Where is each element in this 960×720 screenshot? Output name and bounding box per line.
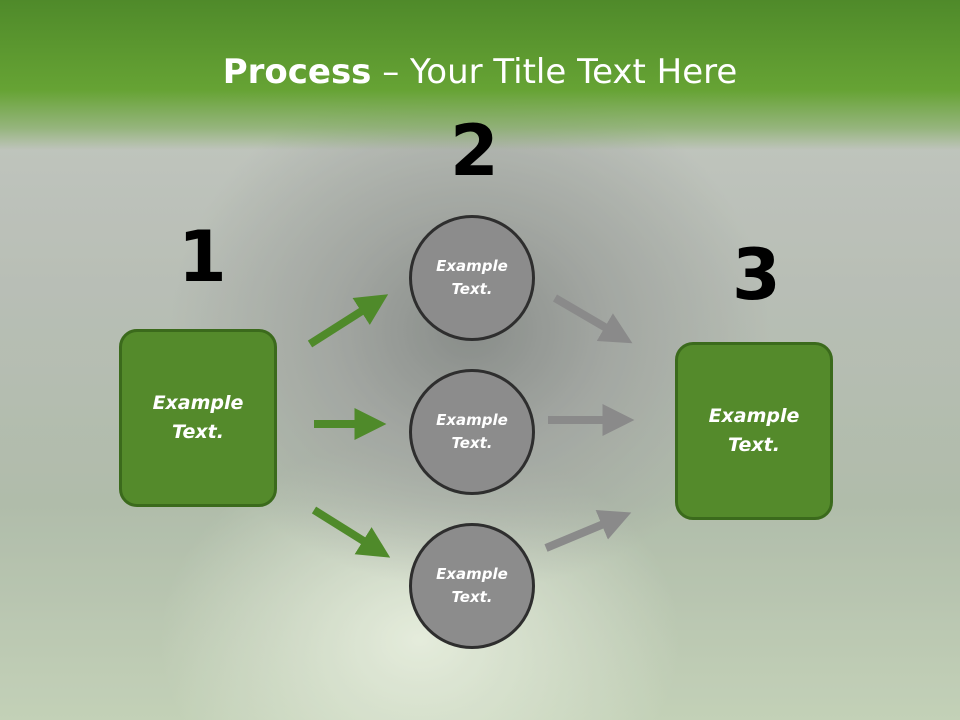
step-number-2: 2 bbox=[450, 110, 499, 192]
arrow-bot-to-right bbox=[544, 510, 632, 552]
circle-bot-line2: Text. bbox=[451, 588, 493, 606]
arrow-left-to-top bbox=[307, 294, 389, 348]
step-number-3: 3 bbox=[732, 234, 781, 316]
circle-mid-text: Example Text. bbox=[436, 409, 508, 455]
left-box-line1: Example bbox=[152, 392, 244, 414]
circle-top[interactable]: Example Text. bbox=[409, 215, 535, 341]
slide-title: Process – Your Title Text Here bbox=[0, 52, 960, 92]
right-box-text: Example Text. bbox=[709, 402, 800, 460]
step-number-1: 1 bbox=[178, 216, 227, 298]
circle-bot-line1: Example bbox=[436, 565, 508, 583]
circle-top-line1: Example bbox=[436, 257, 508, 275]
title-rest: – Your Title Text Here bbox=[371, 52, 738, 92]
left-box[interactable]: Example Text. bbox=[119, 329, 277, 507]
header-bar bbox=[0, 0, 960, 150]
circle-bot-text: Example Text. bbox=[436, 563, 508, 609]
circle-bot[interactable]: Example Text. bbox=[409, 523, 535, 649]
circle-mid[interactable]: Example Text. bbox=[409, 369, 535, 495]
right-box[interactable]: Example Text. bbox=[675, 342, 833, 520]
circle-mid-line2: Text. bbox=[451, 434, 493, 452]
circle-mid-line1: Example bbox=[436, 411, 508, 429]
arrow-top-to-right bbox=[552, 294, 633, 344]
right-box-line1: Example bbox=[708, 405, 800, 427]
right-box-line2: Text. bbox=[728, 434, 780, 456]
arrow-left-to-bot bbox=[311, 506, 391, 558]
left-box-text: Example Text. bbox=[153, 389, 244, 447]
left-box-line2: Text. bbox=[172, 421, 224, 443]
title-bold: Process bbox=[222, 52, 372, 92]
circle-top-text: Example Text. bbox=[436, 255, 508, 301]
circle-top-line2: Text. bbox=[451, 280, 493, 298]
